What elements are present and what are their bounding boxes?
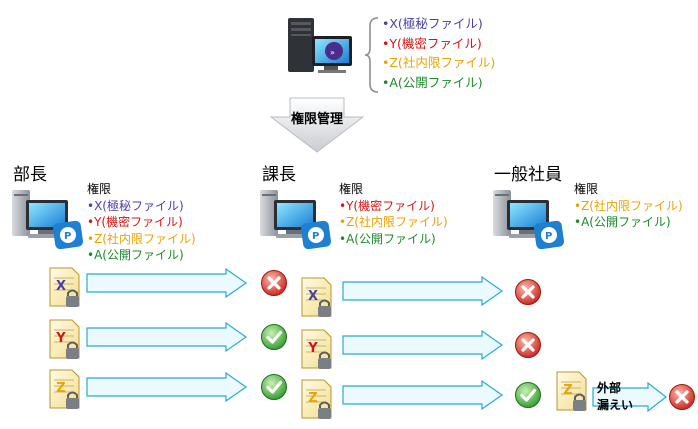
down-arrow-icon — [270, 97, 364, 153]
allow-icon — [515, 382, 541, 408]
server-file-a: •A(公開ファイル) — [382, 74, 483, 90]
perm-heading: 権限 — [574, 182, 599, 196]
document-icon: Z — [553, 370, 589, 414]
document-letter: Y — [308, 341, 318, 356]
svg-text:»: » — [330, 48, 335, 57]
role-title-ippan: 一般社員 — [494, 165, 562, 185]
brace-icon — [364, 17, 379, 93]
server-file-x: •X(極秘ファイル) — [382, 16, 483, 31]
flow-arrow-icon — [342, 380, 504, 410]
leak-label: 外部 漏えい — [597, 380, 633, 414]
server-file-z: •Z(社内限ファイル) — [382, 55, 496, 70]
flow-arrow-icon — [86, 322, 248, 352]
pc-icon: P — [493, 190, 565, 250]
perm-block-ippan: 権限 •Z(社内限ファイル) •A(公開ファイル) — [574, 181, 683, 231]
document-letter: X — [55, 279, 67, 294]
perm-item-a: •A(公開ファイル) — [339, 231, 436, 246]
pc-icon: P — [12, 190, 84, 250]
allow-icon — [261, 374, 287, 400]
role-title-kacho: 課長 — [262, 165, 296, 185]
flow-arrow-icon — [342, 276, 504, 306]
deny-icon — [515, 279, 541, 305]
perm-item-a: •A(公開ファイル) — [87, 248, 184, 262]
flow-arrow-icon — [86, 268, 248, 298]
perm-item-z: •Z(社内限ファイル) — [339, 215, 448, 229]
perm-heading: 権限 — [87, 182, 112, 196]
svg-text:P: P — [545, 231, 552, 242]
deny-icon — [515, 332, 541, 358]
server-file-list: •X(極秘ファイル) •Y(機密ファイル) •Z(社内限ファイル) •A(公開フ… — [382, 14, 495, 92]
perm-item-y: •Y(機密ファイル) — [87, 215, 183, 229]
document-icon: X — [298, 276, 334, 320]
svg-text:P: P — [64, 231, 71, 242]
perm-item-z: •Z(社内限ファイル) — [87, 231, 196, 246]
document-icon: Z — [46, 368, 82, 412]
document-letter: Z — [563, 383, 573, 398]
svg-text:P: P — [312, 231, 319, 242]
deny-icon — [261, 270, 287, 296]
perm-block-bucho: 権限 •X(極秘ファイル) •Y(機密ファイル) •Z(社内限ファイル) •A(… — [87, 181, 196, 264]
allow-icon — [261, 324, 287, 350]
document-letter: Z — [56, 381, 66, 396]
document-icon: Y — [46, 318, 82, 362]
perm-item-z: •Z(社内限ファイル) — [574, 198, 683, 213]
document-letter: X — [307, 289, 319, 304]
leak-label-line-1: 外部 — [597, 381, 622, 395]
document-icon: Y — [298, 328, 334, 372]
document-icon: X — [46, 266, 82, 310]
document-icon: Z — [298, 378, 334, 422]
perm-item-y: •Y(機密ファイル) — [339, 198, 435, 213]
flow-arrow-icon — [342, 330, 504, 360]
document-letter: Z — [308, 391, 318, 406]
document-letter: Y — [56, 331, 66, 346]
server-file-y: •Y(機密ファイル) — [382, 35, 482, 51]
deny-icon — [669, 384, 695, 410]
management-label: 権限管理 — [290, 112, 343, 127]
flow-arrow-icon — [86, 372, 248, 402]
perm-item-a: •A(公開ファイル) — [574, 215, 671, 229]
pc-icon: P — [260, 190, 332, 250]
role-title-bucho: 部長 — [13, 165, 47, 185]
leak-label-line-2: 漏えい — [597, 398, 634, 412]
perm-heading: 権限 — [339, 182, 364, 196]
server-icon: » — [288, 18, 352, 73]
flow-arrow-icon — [592, 382, 667, 412]
perm-item-x: •X(極秘ファイル) — [87, 198, 184, 213]
perm-block-kacho: 権限 •Y(機密ファイル) •Z(社内限ファイル) •A(公開ファイル) — [339, 181, 448, 247]
